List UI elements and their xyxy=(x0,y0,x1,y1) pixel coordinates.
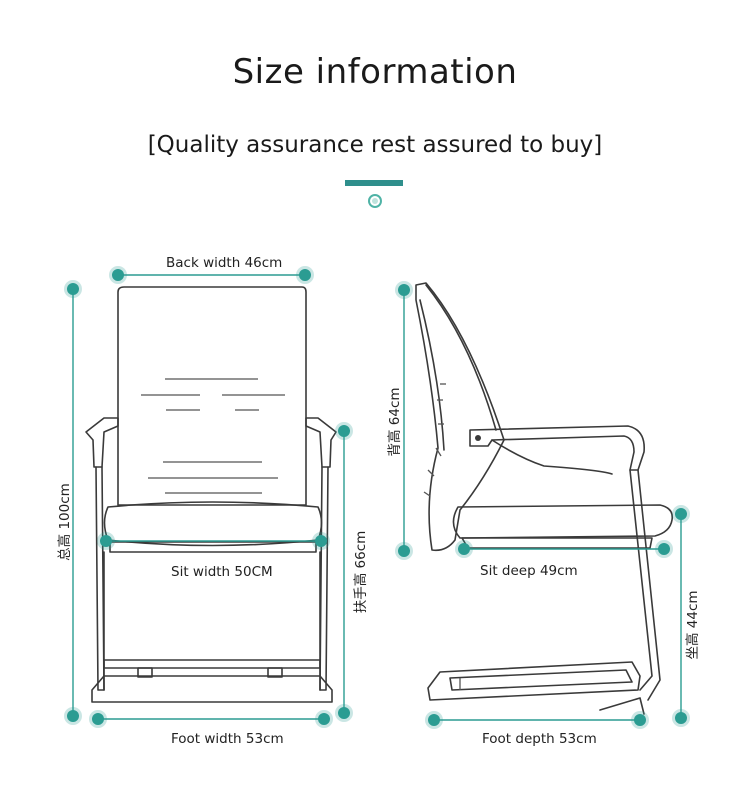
total-height-label: 总高 100cm xyxy=(57,483,73,561)
front-dimensions xyxy=(64,266,353,728)
foot-width-label: Foot width 53cm xyxy=(171,731,284,747)
armrest-height-label: 扶手高 66cm xyxy=(353,530,369,614)
page-subtitle: [Quality assurance rest assured to buy] xyxy=(147,132,603,158)
side-view-chair xyxy=(415,282,674,715)
accent-divider xyxy=(345,180,403,186)
seat-depth-label: Sit deep 49cm xyxy=(480,563,578,579)
foot-depth-label: Foot depth 53cm xyxy=(482,731,597,747)
front-view-chair xyxy=(85,286,337,703)
seat-height-label: 坐高 44cm xyxy=(685,590,701,660)
back-height-label: 背高 64cm xyxy=(387,387,403,457)
page-title: Size information xyxy=(232,52,518,92)
back-width-label: Back width 46cm xyxy=(166,255,283,271)
seat-width-label: Sit width 50CM xyxy=(171,564,273,580)
side-dimensions xyxy=(395,281,690,729)
ring-ornament-icon xyxy=(368,194,382,208)
